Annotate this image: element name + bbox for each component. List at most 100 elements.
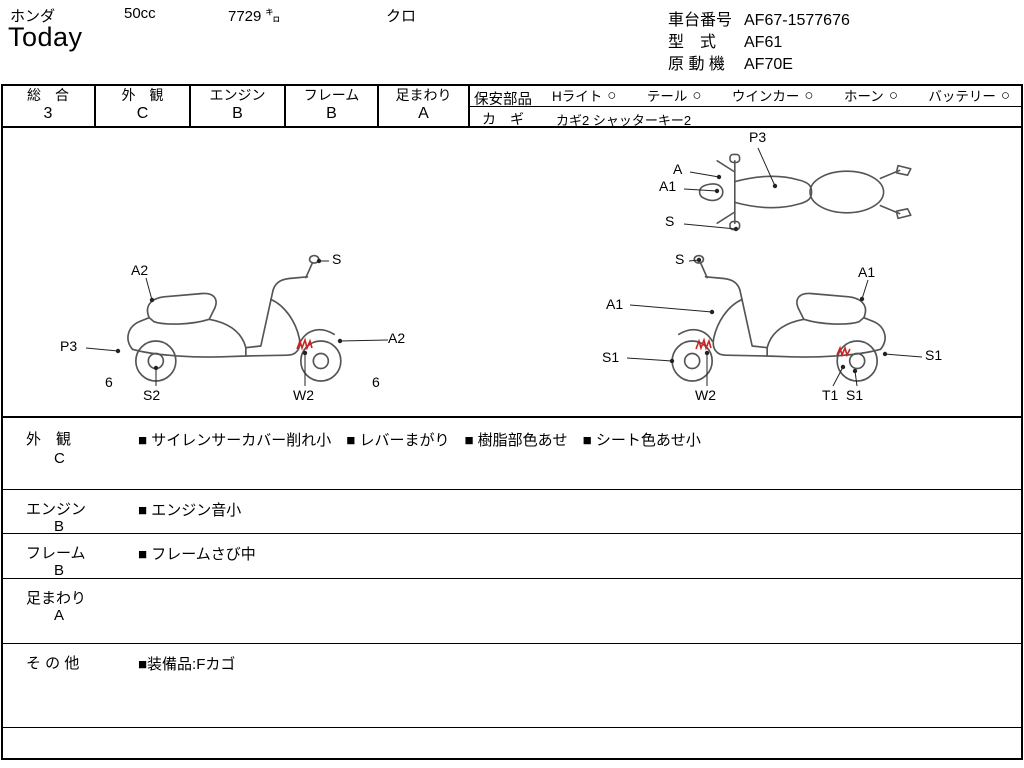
- safety-item: バッテリー ○: [928, 85, 1010, 105]
- border-line: [1021, 84, 1023, 760]
- note-section-text: ■ サイレンサーカバー削れ小 ■ レバーまがり ■ 樹脂部色あせ ■ シート色あ…: [138, 432, 701, 449]
- maker-name: ホンダ: [10, 8, 56, 25]
- body-color: クロ: [386, 8, 417, 25]
- grade-cell-frame: フレーム B: [286, 87, 377, 125]
- border-line: [377, 84, 379, 128]
- border-line: [1, 758, 1023, 760]
- ok-circle-mark: ○: [1000, 86, 1010, 104]
- safety-item-label: ホーン: [843, 89, 884, 104]
- border-line: [1, 533, 1023, 534]
- type-value: AF61: [744, 34, 783, 51]
- border-line: [1, 727, 1023, 728]
- key-value: カギ2 シャッターキー2: [556, 113, 692, 128]
- note-section-grade: B: [54, 518, 65, 535]
- diagram-label: S: [332, 251, 342, 267]
- safety-item: ホーン ○: [844, 85, 898, 105]
- diagram-label: S: [675, 251, 685, 267]
- grade-value: C: [136, 105, 149, 122]
- key-label: カ ギ: [482, 111, 524, 127]
- grade-label: エンジン: [209, 87, 266, 103]
- note-section-text: ■ エンジン音小: [138, 502, 242, 519]
- grade-value: B: [232, 105, 243, 122]
- border-line: [1, 84, 1023, 86]
- scooter-right-side-view: [671, 254, 886, 382]
- diagram-label: 6: [372, 374, 380, 390]
- grade-label: 外 観: [121, 87, 164, 103]
- note-section-label: フレーム: [26, 545, 86, 562]
- diagram-label: 6: [105, 374, 113, 390]
- grade-value: B: [326, 105, 337, 122]
- diagram-label: S2: [143, 387, 161, 403]
- border-line: [470, 106, 1022, 107]
- scooter-top-view: [698, 153, 912, 231]
- model-name: Today: [8, 22, 83, 52]
- border-line: [1, 126, 1023, 128]
- border-line: [284, 84, 286, 128]
- chassis-row: 車台番号 AF67-1577676: [668, 6, 850, 30]
- border-line: [1, 84, 3, 760]
- safety-parts-label: 保安部品: [474, 92, 532, 108]
- diagram-label: T1: [822, 387, 839, 403]
- note-section-label: エンジン: [26, 501, 87, 518]
- type-label: 型 式: [668, 34, 717, 51]
- note-section-label: そ の 他: [26, 655, 80, 672]
- border-line: [1, 578, 1023, 579]
- safety-parts-items: Hライト ○ テール ○ ウインカー ○ ホーン ○ バッテリー ○: [552, 85, 1010, 105]
- grade-value: A: [418, 105, 429, 122]
- grade-cell-engine: エンジン B: [191, 87, 284, 125]
- grade-label: 総 合: [27, 87, 69, 103]
- note-section-grade: A: [54, 607, 65, 624]
- note-section-text: ■装備品:Fカゴ: [138, 656, 236, 673]
- safety-item-label: バッテリー: [928, 89, 996, 104]
- safety-item-label: ウインカー: [731, 89, 800, 104]
- diagram-label: P3: [749, 129, 767, 145]
- diagram-label: S1: [925, 347, 943, 363]
- diagram-label: A1: [606, 296, 624, 312]
- diagram-label: P3: [60, 338, 78, 354]
- ok-circle-mark: ○: [888, 86, 898, 104]
- diagram-label: W2: [293, 387, 314, 403]
- chassis-number: AF67-1577676: [744, 12, 850, 29]
- diagram-label: S: [665, 213, 675, 229]
- engine-value: AF70E: [744, 56, 793, 73]
- diagram-label: A1: [659, 178, 677, 194]
- safety-item: ウインカー ○: [732, 85, 814, 105]
- border-line: [1, 643, 1023, 644]
- note-section-label: 外 観: [26, 431, 72, 448]
- engine-label: 原 動 機: [668, 56, 725, 73]
- grade-label: フレーム: [303, 87, 360, 103]
- note-section-grade: B: [54, 562, 65, 579]
- mileage: 7729 ㌔: [228, 8, 281, 25]
- diagram-label: S1: [602, 349, 620, 365]
- border-line: [1, 489, 1023, 490]
- grade-value: 3: [43, 105, 53, 122]
- grade-cell-undercarriage: 足まわり A: [379, 87, 468, 125]
- note-section-grade: C: [54, 450, 65, 467]
- diagram-label: A2: [388, 330, 406, 346]
- safety-item: テール ○: [647, 85, 702, 105]
- safety-item: Hライト ○: [552, 85, 616, 105]
- safety-item-label: Hライト: [552, 89, 603, 104]
- diagram-label: A2: [131, 262, 149, 278]
- engine-row: 原 動 機 AF70E: [668, 50, 793, 74]
- type-row: 型 式 AF61: [668, 28, 782, 52]
- grade-cell-exterior: 外 観 C: [96, 87, 189, 125]
- ok-circle-mark: ○: [804, 86, 814, 104]
- ok-circle-mark: ○: [692, 86, 702, 104]
- border-line: [94, 84, 96, 128]
- note-section-text: ■ フレームさび中: [138, 546, 256, 563]
- diagram-label: A: [673, 161, 683, 177]
- diagram-label: A1: [858, 264, 876, 280]
- safety-item-label: テール: [646, 89, 688, 104]
- displacement: 50cc: [124, 5, 156, 22]
- border-line: [189, 84, 191, 128]
- ok-circle-mark: ○: [607, 86, 617, 104]
- grade-cell-overall: 総 合 3: [2, 87, 94, 125]
- border-line: [468, 84, 470, 128]
- diagram-label: S1: [846, 387, 864, 403]
- chassis-label: 車台番号: [668, 12, 733, 29]
- diagram-label: W2: [695, 387, 716, 403]
- note-section-label: 足まわり: [26, 590, 87, 607]
- border-line: [1, 416, 1023, 418]
